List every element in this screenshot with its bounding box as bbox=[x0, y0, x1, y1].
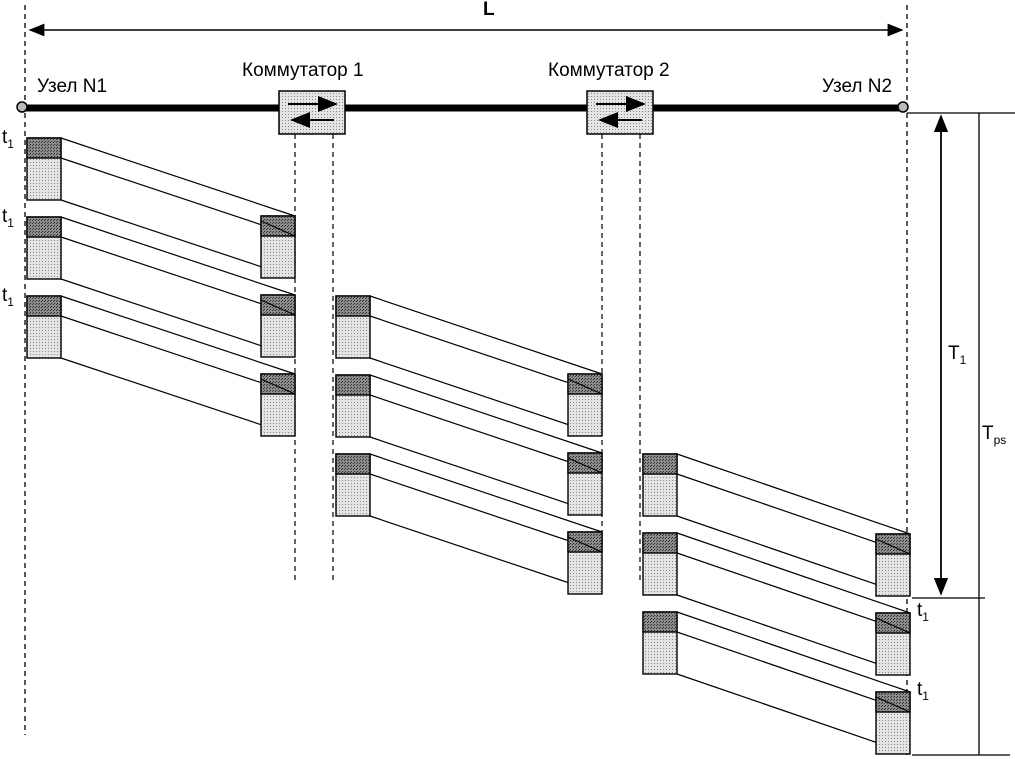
packet-send-block bbox=[26, 137, 62, 201]
distance-label: L bbox=[483, 0, 495, 20]
packet-receive-block bbox=[567, 452, 603, 516]
packet-receive-block bbox=[260, 215, 296, 279]
switch-1-icon bbox=[278, 90, 346, 135]
packet-send-block bbox=[642, 532, 678, 596]
packet-receive-block bbox=[875, 612, 911, 676]
t1-label: t1 bbox=[2, 206, 14, 230]
t1-label: t1 bbox=[2, 127, 14, 151]
tps-period-label: Tps bbox=[982, 423, 1007, 447]
packet-receive-block bbox=[875, 533, 911, 597]
node-n1-icon bbox=[16, 101, 28, 113]
packet-send-block bbox=[335, 295, 371, 359]
switch-1-label: Коммутатор 1 bbox=[242, 60, 364, 81]
node-n2-icon bbox=[897, 101, 909, 113]
packet-receive-block bbox=[875, 691, 911, 755]
packet-send-block bbox=[642, 611, 678, 675]
node-n1-label: Узел N1 bbox=[37, 76, 108, 97]
time-dimensions bbox=[907, 112, 1015, 756]
t1-label: t1 bbox=[917, 600, 929, 624]
packet-receive-block bbox=[260, 294, 296, 358]
packet-send-block bbox=[335, 453, 371, 517]
t1-label: t1 bbox=[2, 285, 14, 309]
packet-receive-block bbox=[260, 373, 296, 437]
packet-receive-block bbox=[567, 531, 603, 595]
packet-transfers bbox=[26, 137, 911, 755]
network-line bbox=[16, 101, 909, 113]
node-n2-label: Узел N2 bbox=[822, 76, 893, 97]
t1-period-label: T1 bbox=[948, 343, 967, 367]
packet-send-block bbox=[335, 374, 371, 438]
packet-send-block bbox=[26, 295, 62, 359]
packet-send-block bbox=[642, 453, 678, 517]
distance-dimension-l bbox=[24, 5, 908, 755]
packet-send-block bbox=[26, 216, 62, 280]
switch-2-label: Коммутатор 2 bbox=[548, 60, 670, 81]
packet-receive-block bbox=[567, 373, 603, 437]
t1-label: t1 bbox=[917, 679, 929, 703]
switch-2-icon bbox=[586, 90, 654, 135]
